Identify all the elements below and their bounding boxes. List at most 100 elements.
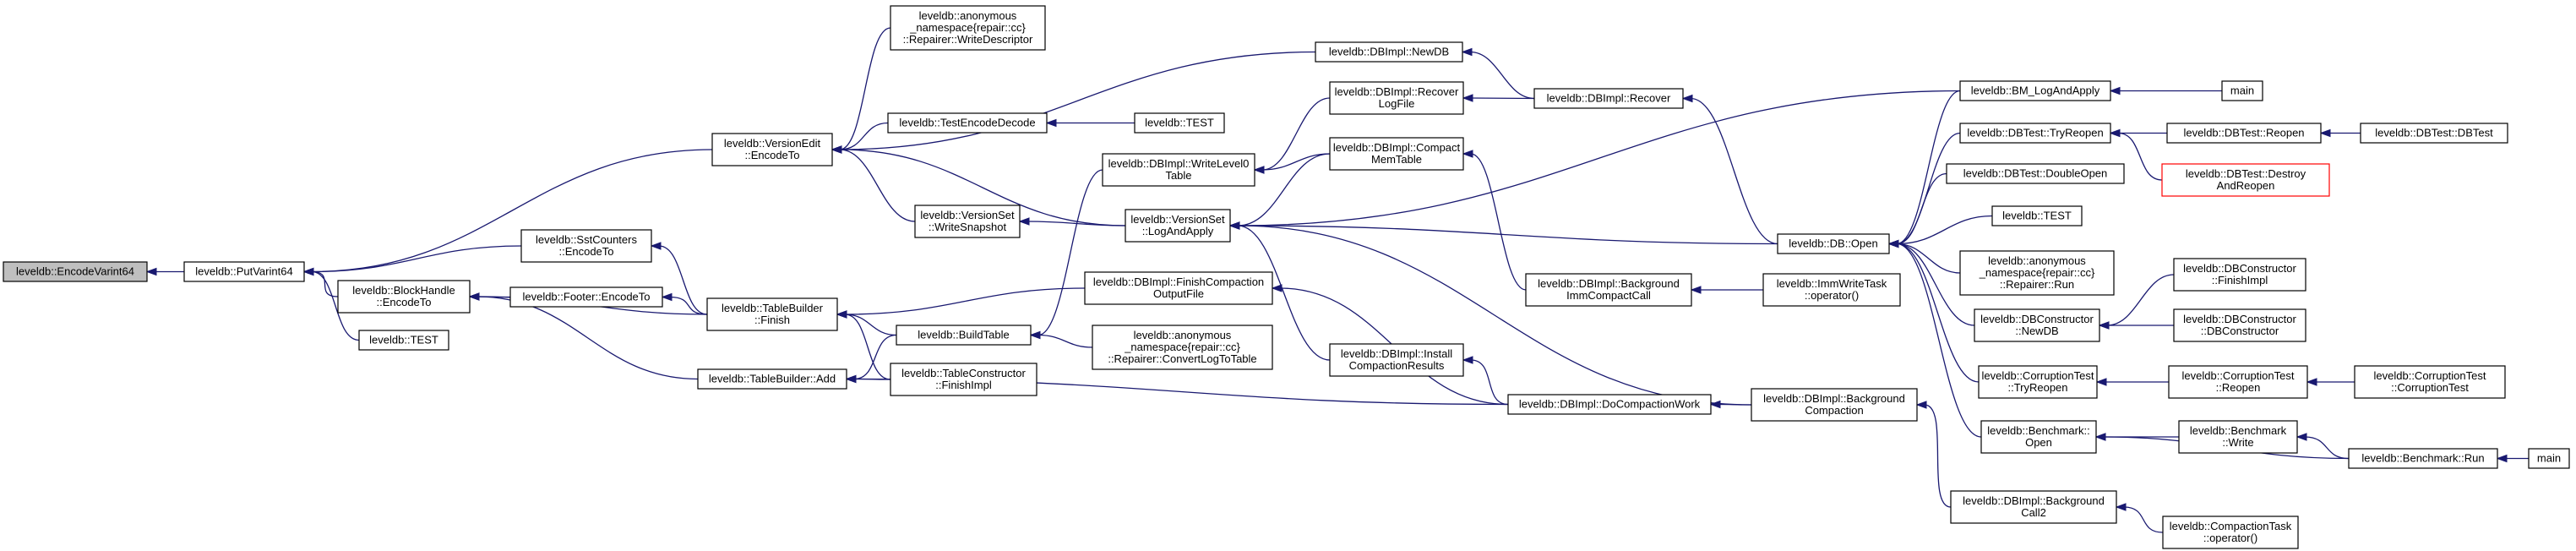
edge-dbimpl-backgroundcompaction-to-versionset-logandapply: [1228, 221, 1752, 406]
node-box: [1991, 205, 2083, 226]
node-versionset-writesnapshot[interactable]: leveldb::VersionSet::WriteSnapshot: [914, 205, 1021, 238]
node-label: leveldb::TestEncodeDecode: [899, 117, 1035, 129]
node-footer-encodeto[interactable]: leveldb::Footer::EncodeTo: [509, 286, 663, 308]
node-compactiontask-operator[interactable]: leveldb::CompactionTask::operator(): [2162, 516, 2299, 549]
edge-line: [311, 149, 713, 273]
edge-test-2-to-testencodedecode: [1045, 118, 1136, 128]
node-corruptiontest-tryreopen[interactable]: leveldb::CorruptionTest::TryReopen: [1978, 365, 2098, 399]
node-dbimpl-installcompactionresults[interactable]: leveldb::DBImpl::InstallCompactionResult…: [1329, 343, 1464, 377]
edge-repairer-convertlogtotable-to-buildtable: [1029, 330, 1093, 348]
node-tablebuilder-finish[interactable]: leveldb::TableBuilder::Finish: [706, 297, 838, 331]
arrowhead-icon: [1228, 221, 1240, 230]
node-encodevarint64[interactable]: leveldb::EncodeVarint64: [3, 261, 148, 282]
edge-repairer-writedescriptor-to-versionedit-encodeto: [831, 27, 891, 154]
node-bm-logandapply[interactable]: leveldb::BM_LogAndApply: [1959, 80, 2111, 101]
edge-dbimpl-backgroundcompaction-to-dbimpl-docompactionwork: [1709, 400, 1752, 409]
node-dbimpl-docompactionwork[interactable]: leveldb::DBImpl::DoCompactionWork: [1507, 394, 1712, 415]
edge-line: [1470, 97, 1535, 100]
edge-dbimpl-docompactionwork-to-dbimpl-installcompactionresults: [1462, 356, 1509, 406]
node-label: leveldb::DBTest::DBTest: [2375, 127, 2493, 139]
node-test-2[interactable]: leveldb::TEST: [1134, 112, 1225, 134]
arrowhead-icon: [2306, 378, 2317, 386]
arrowhead-icon: [1681, 94, 1693, 103]
edge-line: [658, 245, 708, 315]
edge-sstcounters-encodeto-to-putvarint64: [302, 245, 522, 276]
node-label: leveldb::TableBuilder: [722, 302, 824, 314]
arrowhead-icon: [1915, 401, 1927, 409]
node-dbimpl-recover[interactable]: leveldb::DBImpl::Recover: [1533, 88, 1684, 109]
arrowhead-icon: [845, 374, 857, 384]
node-test-1[interactable]: leveldb::TEST: [358, 330, 449, 351]
edge-line: [2123, 506, 2164, 533]
node-repairer-convertlogtotable[interactable]: leveldb::anonymous_namespace{repair::cc}…: [1092, 325, 1273, 370]
node-main-2[interactable]: main: [2528, 448, 2570, 469]
node-versionedit-encodeto[interactable]: leveldb::VersionEdit::EncodeTo: [711, 133, 833, 166]
node-dbtest-tryreopen[interactable]: leveldb::DBTest::TryReopen: [1959, 123, 2111, 144]
edge-db-open-to-dbimpl-recover: [1681, 94, 1778, 245]
node-sstcounters-encodeto[interactable]: leveldb::SstCounters::EncodeTo: [520, 229, 652, 263]
node-label: _namespace{repair::cc}: [1979, 266, 2095, 279]
edge-dbtest-dbtest-to-dbtest-reopen: [2319, 128, 2361, 138]
node-box: [2354, 365, 2506, 399]
node-versionset-logandapply[interactable]: leveldb::VersionSet::LogAndApply: [1125, 209, 1231, 243]
node-tableconstructor-finishimpl[interactable]: leveldb::TableConstructor::FinishImpl: [890, 363, 1037, 396]
edge-benchmark-run-to-benchmark-write: [2296, 433, 2350, 460]
node-box: [697, 368, 847, 390]
node-label: leveldb::Footer::EncodeTo: [522, 291, 650, 303]
node-dbimpl-finishcompactionoutputfile[interactable]: leveldb::DBImpl::FinishCompactionOutputF…: [1084, 271, 1273, 305]
node-box: [1959, 250, 2115, 296]
edge-immwritetask-operator-to-dbimpl-backgroundimmcompactcall: [1690, 286, 1763, 294]
node-box: [1974, 308, 2100, 342]
arrowhead-icon: [831, 145, 842, 154]
edge-line: [844, 314, 897, 336]
node-label: leveldb::Benchmark::Run: [2361, 452, 2484, 465]
node-label: ::Repairer::Run: [2000, 278, 2074, 291]
node-buildtable[interactable]: leveldb::BuildTable: [896, 325, 1032, 346]
node-db-open[interactable]: leveldb::DB::Open: [1777, 233, 1890, 254]
node-dbimpl-backgroundimmcompactcall[interactable]: leveldb::DBImpl::BackgroundImmCompactCal…: [1525, 273, 1692, 307]
node-corruptiontest-reopen[interactable]: leveldb::CorruptionTest::Reopen: [2168, 365, 2308, 399]
edge-line: [1896, 172, 1947, 245]
node-label: ::LogAndApply: [1142, 225, 1214, 237]
node-dbtest-dbtest[interactable]: leveldb::DBTest::DBTest: [2360, 123, 2508, 144]
node-label: leveldb::DBImpl::Install: [1341, 347, 1452, 360]
edge-line: [1718, 403, 1752, 406]
node-dbtest-doubleopen[interactable]: leveldb::DBTest::DoubleOpen: [1946, 163, 2125, 184]
node-blockhandle-encodeto[interactable]: leveldb::BlockHandle::EncodeTo: [337, 280, 471, 314]
node-benchmark-run[interactable]: leveldb::Benchmark::Run: [2348, 448, 2498, 469]
node-label: leveldb::DBConstructor: [2183, 313, 2296, 325]
node-box: [2168, 365, 2308, 399]
node-dbimpl-newdb[interactable]: leveldb::DBImpl::NewDB: [1315, 41, 1463, 63]
node-label: Call2: [2021, 506, 2046, 519]
node-label: leveldb::anonymous: [1988, 254, 2086, 267]
node-testencodedecode[interactable]: leveldb::TestEncodeDecode: [887, 112, 1048, 134]
node-repairer-writedescriptor[interactable]: leveldb::anonymous_namespace{repair::cc}…: [890, 5, 1046, 51]
node-dbtest-reopen[interactable]: leveldb::DBTest::Reopen: [2166, 123, 2322, 144]
node-label: leveldb::CorruptionTest: [2374, 369, 2486, 382]
node-repairer-run[interactable]: leveldb::anonymous_namespace{repair::cc}…: [1959, 250, 2115, 296]
node-dbconstructor-dbconstructor[interactable]: leveldb::DBConstructor::DBConstructor: [2173, 308, 2306, 342]
node-benchmark-write[interactable]: leveldb::Benchmark::Write: [2178, 420, 2298, 454]
node-benchmark-open[interactable]: leveldb::Benchmark::Open: [1980, 420, 2097, 454]
edge-dbimpl-recover-to-dbimpl-newdb: [1461, 47, 1535, 100]
node-tablebuilder-add[interactable]: leveldb::TableBuilder::Add: [697, 368, 847, 390]
node-dbconstructor-finishimpl[interactable]: leveldb::DBConstructor::FinishImpl: [2173, 258, 2306, 292]
arrowhead-icon: [302, 267, 314, 276]
edge-line: [1470, 359, 1509, 406]
node-main-1[interactable]: main: [2221, 80, 2263, 101]
arrowhead-icon: [1045, 118, 1057, 128]
node-dbconstructor-newdb[interactable]: leveldb::DBConstructor::NewDB: [1974, 308, 2100, 342]
node-box: [711, 133, 833, 166]
node-corruptiontest-corruptiontest[interactable]: leveldb::CorruptionTest::CorruptionTest: [2354, 365, 2506, 399]
node-immwritetask-operator[interactable]: leveldb::ImmWriteTask::operator(): [1762, 273, 1901, 307]
node-box: [1978, 365, 2098, 399]
node-box: [2161, 163, 2330, 197]
node-test-3[interactable]: leveldb::TEST: [1991, 205, 2083, 226]
node-putvarint64[interactable]: leveldb::PutVarint64: [183, 261, 305, 282]
